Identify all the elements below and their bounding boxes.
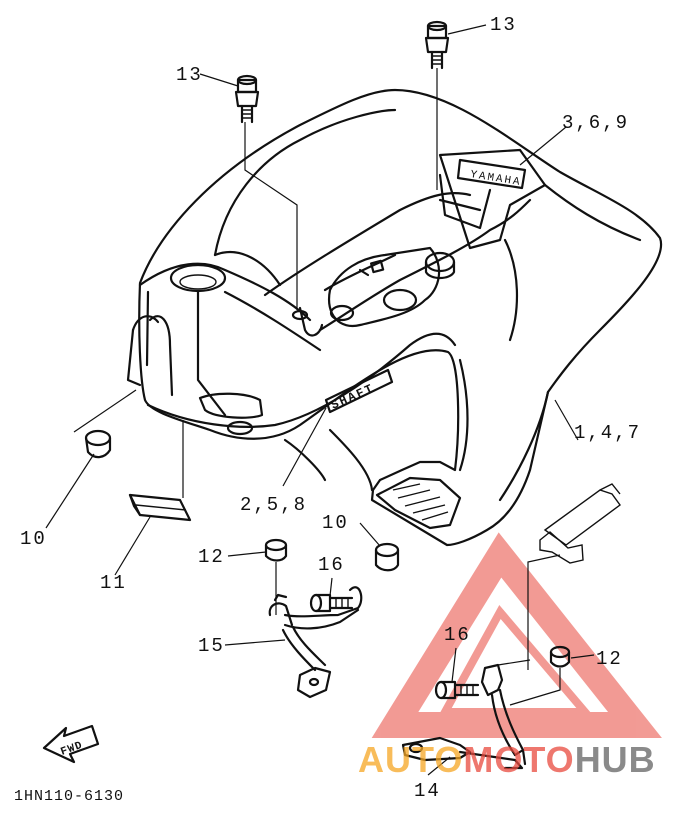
nut-12-left [264, 538, 288, 562]
plate-11 [128, 493, 192, 522]
bracket-15 [268, 586, 363, 699]
callout-10-right: 10 [322, 512, 349, 534]
callout-14: 14 [414, 780, 441, 802]
rubber-damper-10-left [84, 429, 112, 459]
callout-1-4-7: 1,4,7 [574, 422, 641, 444]
callout-15: 15 [198, 635, 225, 657]
callout-12-right: 12 [596, 648, 623, 670]
bolt-13-right [424, 20, 450, 70]
watermark-auto: AUTO [358, 739, 463, 780]
callout-3-6-9: 3,6,9 [562, 112, 629, 134]
bolt-16-left [309, 593, 354, 613]
forward-direction-arrow: FWD [42, 724, 100, 764]
rear-fender: YAMAHA SHAFT [126, 88, 663, 547]
callout-16-left: 16 [318, 554, 345, 576]
watermark-logo-triangle [371, 532, 662, 738]
callout-10-left: 10 [20, 528, 47, 550]
watermark-hub: HUB [575, 739, 656, 780]
callout-13-left: 13 [176, 64, 203, 86]
drawing-code: 1HN110-6130 [14, 788, 124, 805]
watermark-text: AUTOMOTOHUB [358, 739, 656, 780]
rubber-damper-10-right [374, 542, 400, 572]
callout-13-right: 13 [490, 14, 517, 36]
callout-2-5-8: 2,5,8 [240, 494, 307, 516]
bolt-16-right [434, 680, 480, 700]
nut-12-right [549, 645, 571, 668]
watermark-moto: MOTO [463, 739, 574, 780]
leader-lines [45, 24, 595, 776]
bracket-14 [401, 663, 527, 770]
assembly-guide-lines [73, 68, 561, 706]
callout-16-right: 16 [444, 624, 471, 646]
callout-11: 11 [100, 572, 127, 594]
bolt-13-left [234, 74, 260, 124]
callout-12-left: 12 [198, 546, 225, 568]
plate-text: YAMAHA [469, 169, 522, 189]
tail-mount-bracket [539, 483, 621, 564]
